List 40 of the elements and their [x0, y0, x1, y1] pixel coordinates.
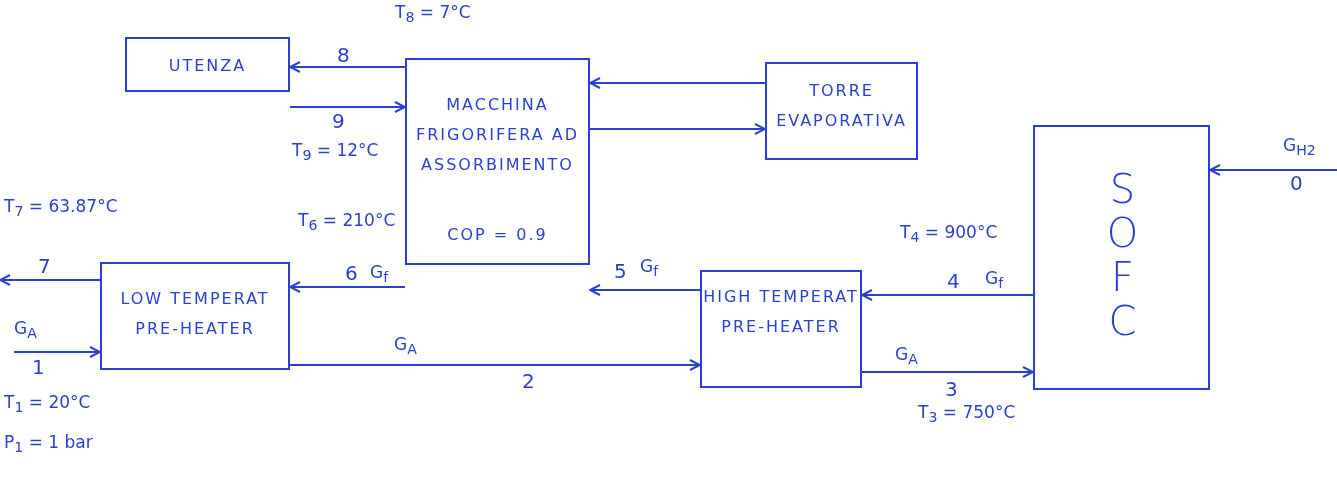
box-title: LOW TEMPERAT PRE-HEATER — [119, 288, 271, 340]
flow-arrow — [589, 284, 701, 296]
process-box — [100, 262, 290, 370]
flow-rate-label: G$_{H2}$ — [1283, 135, 1316, 159]
process-box — [125, 37, 290, 92]
flow-arrow — [0, 274, 101, 286]
temperature-label: T$_{6}$ = 210°C — [298, 210, 396, 234]
process-box — [405, 58, 590, 265]
flow-arrow — [589, 123, 766, 135]
temperature-label: T$_{4}$ = 900°C — [900, 222, 998, 246]
flow-rate-label: G$_{f}$ — [370, 262, 389, 286]
flow-arrow — [289, 101, 406, 113]
flow-rate-label: G$_{f}$ — [985, 268, 1004, 292]
temperature-label: T$_{3}$ = 750°C — [918, 402, 1016, 426]
process-box — [1033, 125, 1210, 390]
pressure-label: P$_{1}$ = 1 bar — [4, 432, 93, 456]
flow-arrow — [289, 281, 406, 293]
flow-rate-label: G$_{A}$ — [394, 334, 417, 358]
flow-arrow — [1209, 164, 1337, 176]
flow-arrow — [289, 359, 701, 371]
box-title: TORRE EVAPORATIVA — [775, 80, 908, 132]
box-title: MACCHINA FRIGORIFERA AD ASSORBIMENTO — [415, 94, 580, 176]
flow-arrow — [13, 346, 101, 358]
flow-arrow — [861, 366, 1034, 378]
flow-arrow — [289, 61, 406, 73]
box-title: SOFC — [1105, 167, 1142, 343]
flow-rate-label: G$_{A}$ — [14, 318, 37, 342]
temperature-label: T$_{8}$ = 7°C — [395, 2, 471, 26]
flow-arrow — [861, 289, 1034, 301]
temperature-label: T$_{7}$ = 63.87°C — [4, 196, 118, 220]
flow-rate-label: G$_{f}$ — [640, 256, 659, 280]
flow-rate-label: G$_{A}$ — [895, 344, 918, 368]
temperature-label: T$_{1}$ = 20°C — [4, 392, 91, 416]
box-title: HIGH TEMPERAT PRE-HEATER — [702, 286, 860, 338]
temperature-label: T$_{9}$ = 12°C — [292, 140, 379, 164]
box-title: UTENZA — [167, 55, 248, 77]
box-note: COP = 0.9 — [446, 224, 549, 246]
process-box — [700, 270, 862, 388]
flow-arrow — [589, 77, 766, 89]
process-box — [765, 62, 918, 160]
